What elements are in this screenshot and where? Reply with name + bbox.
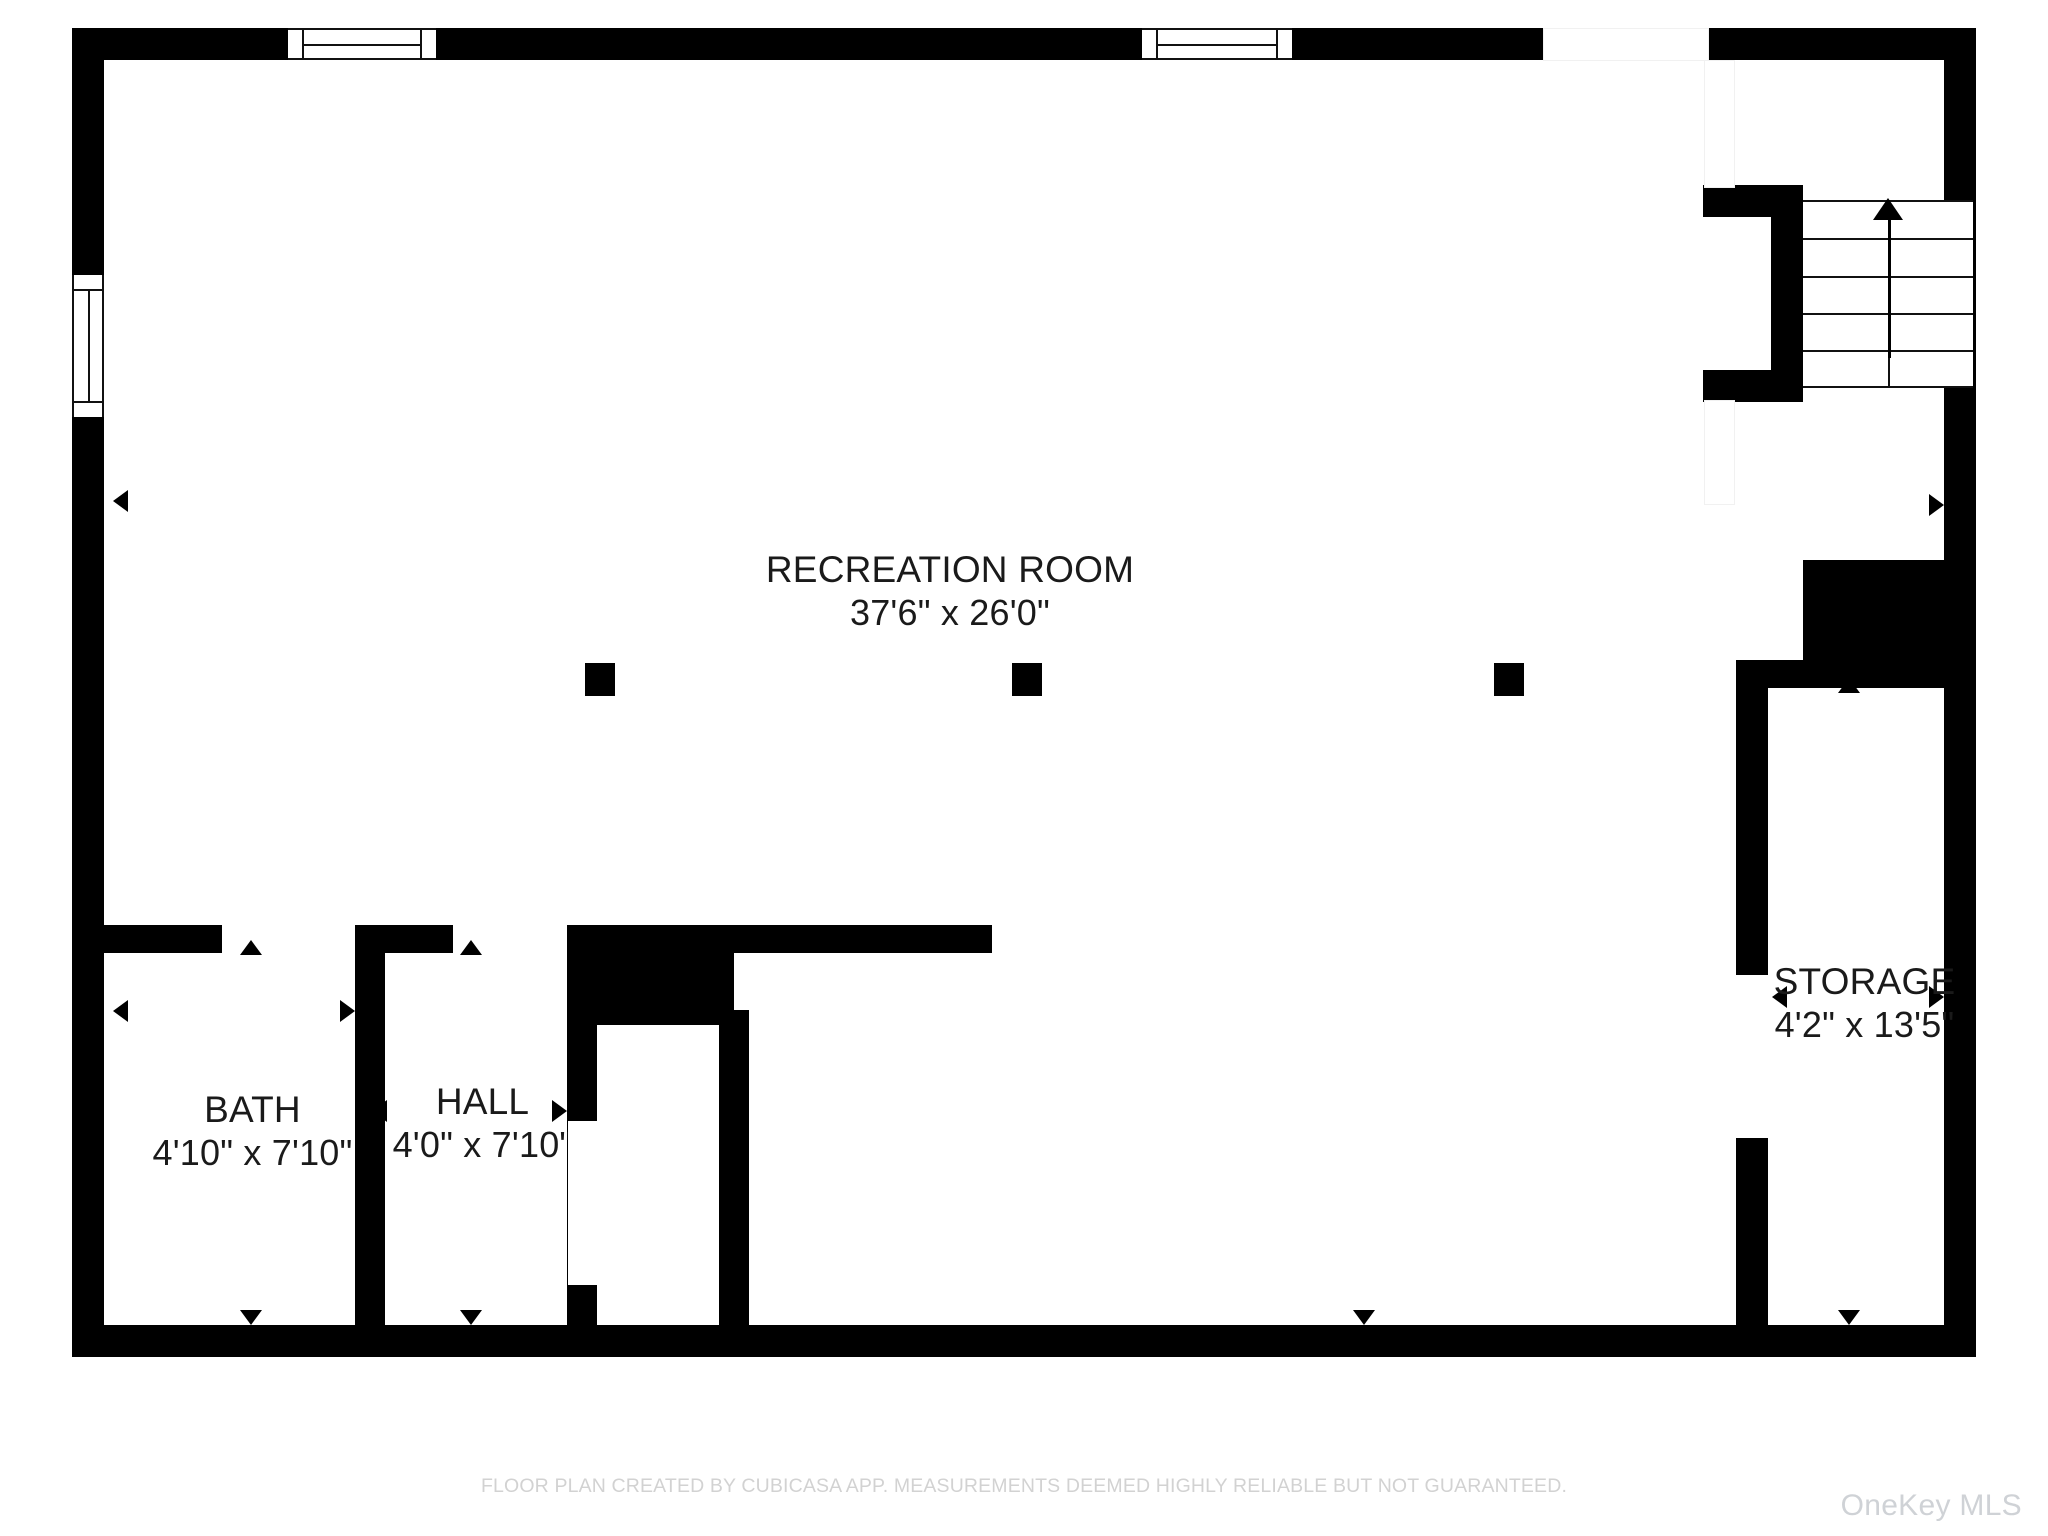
exterior-wall-left — [72, 28, 104, 1025]
dimension-arrow-storage-right — [1929, 986, 1944, 1008]
storage-wall-left-lower — [1736, 1138, 1768, 1333]
room-dimensions-recreation-room: 37'6" x 26'0" — [849, 591, 1051, 633]
window-top-left — [288, 28, 436, 60]
dimension-arrow-storage-left — [1772, 986, 1787, 1008]
support-column-3 — [1494, 663, 1524, 696]
room-name-storage: STORAGE — [1773, 961, 1956, 1002]
room-dimensions-storage: 4'2" x 13'5" — [1774, 1003, 1955, 1045]
staircase[interactable] — [1803, 198, 1973, 388]
window-jamb-right — [420, 30, 422, 58]
door-opening-storage — [1737, 975, 1768, 1138]
stair-wall-left-lower — [1703, 370, 1735, 402]
bath-wall-top — [104, 925, 222, 953]
dimension-arrow-hall-top — [460, 940, 482, 955]
window-jamb-right — [1276, 30, 1278, 58]
stair-wall-left-upper — [1703, 185, 1735, 215]
window-left-wall — [72, 275, 104, 417]
room-label-storage: STORAGE 4'2" x 13'5" — [1762, 960, 1967, 1046]
room-label-recreation-room: RECREATION ROOM 37'6" x 26'0" — [700, 548, 1200, 634]
window-pane — [88, 289, 90, 403]
stair-direction-line — [1888, 208, 1891, 358]
stair-tread — [1803, 386, 1973, 388]
watermark-onekey-mls: OneKey MLS — [1840, 1489, 2022, 1522]
storage-wall-top-block — [1803, 560, 1976, 665]
room-label-hall: HALL 4'0" x 7'10" — [330, 1080, 635, 1166]
dimension-arrow-bottom-main — [1353, 1310, 1375, 1325]
room-label-bath: BATH 4'10" x 7'10" — [60, 1088, 445, 1174]
exterior-wall-bottom — [72, 1325, 1976, 1357]
disclaimer-text: FLOOR PLAN CREATED BY CUBICASA APP. MEAS… — [480, 1475, 1568, 1497]
closet-wall-right — [719, 1010, 749, 1325]
dimension-arrow-top — [1337, 44, 1359, 59]
dimension-arrow-storage-bottom — [1838, 1310, 1860, 1325]
door-opening-stair-lower — [1704, 400, 1735, 505]
room-name-recreation-room: RECREATION ROOM — [765, 549, 1135, 590]
support-column-2 — [1012, 663, 1042, 696]
support-column-1 — [585, 663, 615, 696]
dimension-arrow-right-upper — [1929, 494, 1944, 516]
window-pane — [302, 44, 422, 46]
door-opening-closet — [568, 1121, 597, 1285]
door-opening-stair-upper — [1704, 60, 1735, 188]
window-jamb-bottom — [74, 401, 102, 403]
dimension-arrow-bath-top — [240, 940, 262, 955]
storage-wall-left — [1736, 660, 1768, 975]
door-opening-top-wall — [1543, 28, 1709, 61]
dimension-arrow-left — [113, 490, 128, 512]
exterior-wall-right-lower — [1944, 1025, 1976, 1357]
bath-wall-top-right-stub — [355, 925, 453, 953]
exterior-wall-left-lower — [72, 1025, 104, 1357]
dimension-arrow-bath-bottom — [240, 1310, 262, 1325]
window-top-right — [1142, 28, 1292, 60]
bath-wall-right — [355, 925, 385, 1325]
dimension-arrow-hall-right — [552, 1100, 567, 1122]
stair-up-arrow-icon — [1873, 198, 1903, 220]
room-name-bath: BATH — [204, 1089, 301, 1130]
closet-wall-left — [567, 925, 597, 1121]
room-dimensions-hall: 4'0" x 7'10" — [392, 1123, 573, 1165]
room-dimensions-bath: 4'10" x 7'10" — [152, 1131, 353, 1173]
room-name-hall: HALL — [435, 1081, 530, 1122]
dimension-arrow-hall-bottom — [460, 1310, 482, 1325]
closet-wall-left-lower — [567, 1285, 597, 1325]
stair-wall-vertical — [1771, 185, 1803, 400]
window-pane — [1156, 44, 1278, 46]
dimension-arrow-hall-left — [372, 1100, 387, 1122]
dimension-arrow-bath-right — [340, 1000, 355, 1022]
exterior-wall-right — [1944, 28, 1976, 1025]
dimension-arrow-bath-left — [113, 1000, 128, 1022]
dimension-arrow-storage-top — [1838, 678, 1860, 693]
